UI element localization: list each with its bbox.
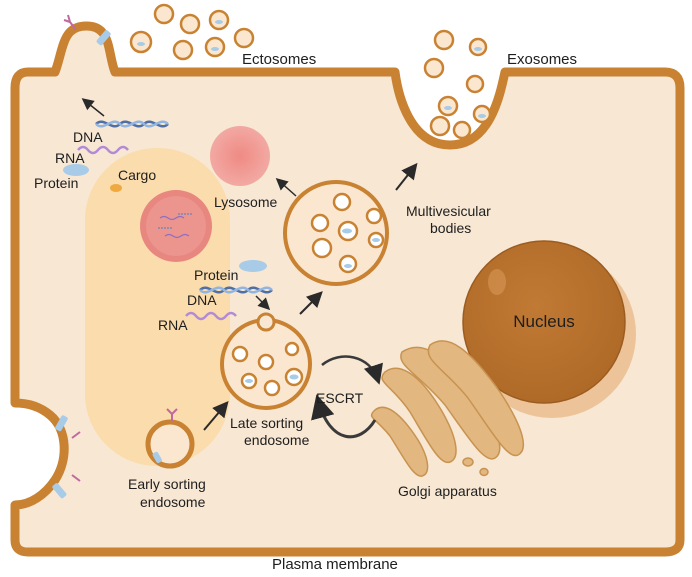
label-cargo: Cargo xyxy=(118,167,156,183)
arrow-cargo-to-ectosome xyxy=(81,98,105,117)
label-mvb-line1: Multivesicular xyxy=(406,203,491,219)
early-sorting-endosome xyxy=(145,408,195,469)
label-mvb-line2: bodies xyxy=(430,220,471,236)
label-escrt: ESCRT xyxy=(316,390,364,406)
label-dna-top: DNA xyxy=(73,129,103,145)
label-plasma-membrane: Plasma membrane xyxy=(272,556,398,572)
label-protein-mid: Protein xyxy=(194,267,238,283)
multivesicular-body xyxy=(283,180,389,286)
ectosome-vesicles xyxy=(129,3,255,61)
rna-strand-mid xyxy=(185,311,237,321)
label-golgi: Golgi apparatus xyxy=(398,483,497,499)
dna-helix-mid xyxy=(199,286,273,294)
escrt-arrow-top xyxy=(321,355,383,385)
ectosome-bud xyxy=(63,14,111,46)
label-late-line1: Late sorting xyxy=(230,415,303,431)
arrow-cargo-to-late xyxy=(255,295,271,311)
label-protein-top: Protein xyxy=(34,175,78,191)
arrow-mvb-to-lysosome xyxy=(275,178,297,197)
lysosome-cargo xyxy=(140,190,212,262)
label-early-line2: endosome xyxy=(140,494,206,510)
dna-helix-top xyxy=(95,120,169,128)
rna-strand-top xyxy=(77,145,129,155)
arrow-mvb-to-exosomes xyxy=(395,162,418,191)
label-ectosomes: Ectosomes xyxy=(242,51,316,68)
nucleus xyxy=(462,240,636,418)
escrt-arrow-bottom xyxy=(311,394,377,439)
label-late-line2: endosome xyxy=(244,432,310,448)
arrow-early-to-late xyxy=(203,400,229,431)
label-exosomes: Exosomes xyxy=(507,51,577,68)
membrane-receptors-left xyxy=(52,415,81,499)
label-early-line1: Early sorting xyxy=(128,476,206,492)
exosome-protein-dots xyxy=(444,47,486,118)
protein-top xyxy=(63,164,89,176)
ectosome-protein-dots xyxy=(137,20,223,51)
exosome-vesicles xyxy=(423,29,492,140)
late-sorting-endosome xyxy=(220,312,312,410)
protein-mid xyxy=(239,260,267,272)
label-dna-mid: DNA xyxy=(187,292,217,308)
golgi-apparatus xyxy=(370,340,525,477)
lysosome xyxy=(210,126,270,186)
arrow-late-to-mvb xyxy=(299,291,323,315)
cargo-blob xyxy=(110,184,122,192)
label-nucleus: Nucleus xyxy=(513,312,574,331)
label-lysosome: Lysosome xyxy=(214,194,278,210)
label-rna-top: RNA xyxy=(55,150,85,166)
label-rna-mid: RNA xyxy=(158,317,188,333)
